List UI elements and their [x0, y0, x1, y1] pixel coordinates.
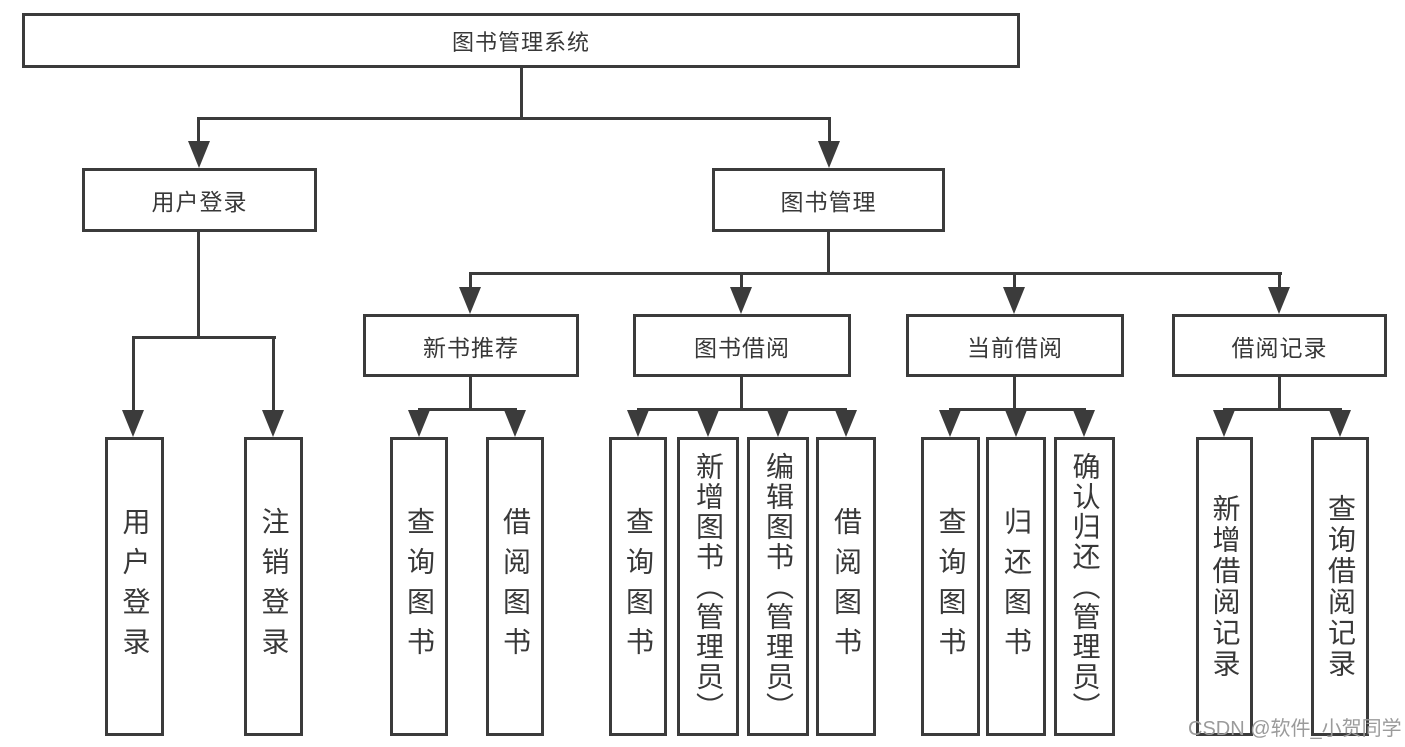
leaf-logout: 注销登录 [244, 437, 303, 736]
leaf-label: 归还图书 [1001, 506, 1032, 667]
arrowhead-down-icon [504, 410, 526, 437]
arrowhead-down-icon [122, 410, 144, 437]
leaf-label: 查询图书 [404, 506, 435, 667]
leaf-label: 注销登录 [258, 506, 290, 667]
arrowhead-down-icon [1268, 287, 1290, 314]
connector-stub [740, 272, 743, 289]
leaf-label: 新增图书（管理员） [693, 451, 724, 722]
connector-stub [132, 336, 135, 412]
arrowhead-down-icon [627, 410, 649, 437]
arrowhead-down-icon [939, 410, 961, 437]
arrowhead-down-icon [1073, 410, 1095, 437]
leaf-query-books-recommend: 查询图书 [390, 437, 448, 736]
node-book-management: 图书管理 [712, 168, 945, 232]
connector-level2-horizontal [469, 272, 1282, 275]
connector-horizontal [637, 408, 847, 411]
connector-root-vertical [520, 68, 523, 118]
connector-stub [197, 232, 200, 336]
leaf-query-books-current: 查询图书 [921, 437, 980, 736]
node-library-system: 图书管理系统 [22, 13, 1020, 68]
leaf-label: 借阅图书 [831, 506, 862, 667]
connector-stub [1278, 377, 1281, 410]
leaf-label: 新增借阅记录 [1209, 493, 1241, 680]
leaf-label: 查询图书 [935, 506, 967, 667]
connector-stub [1013, 377, 1016, 410]
node-new-book-recommend: 新书推荐 [363, 314, 579, 377]
connector-stub [197, 117, 200, 142]
arrowhead-down-icon [188, 141, 210, 168]
connector-horizontal [949, 408, 1086, 411]
leaf-label: 查询图书 [623, 506, 654, 667]
arrowhead-down-icon [1329, 410, 1351, 437]
connector-horizontal [1223, 408, 1342, 411]
connector-level1-horizontal [197, 117, 831, 120]
leaf-add-borrow-record: 新增借阅记录 [1196, 437, 1253, 736]
leaf-edit-book-admin: 编辑图书（管理员） [747, 437, 809, 736]
leaf-query-borrow-record: 查询借阅记录 [1311, 437, 1369, 736]
node-user-login: 用户登录 [82, 168, 317, 232]
connector-stub [827, 232, 830, 272]
node-book-borrowing: 图书借阅 [633, 314, 851, 377]
node-current-borrowing: 当前借阅 [906, 314, 1124, 377]
arrowhead-down-icon [730, 287, 752, 314]
node-borrowing-records: 借阅记录 [1172, 314, 1387, 377]
arrowhead-down-icon [262, 410, 284, 437]
connector-stub [272, 336, 275, 412]
leaf-label: 编辑图书（管理员） [763, 451, 794, 722]
arrowhead-down-icon [767, 410, 789, 437]
leaf-label: 确认归还（管理员） [1069, 451, 1101, 722]
arrowhead-down-icon [1213, 410, 1235, 437]
connector-stub [469, 272, 472, 289]
arrowhead-down-icon [408, 410, 430, 437]
connector-stub [1278, 272, 1281, 289]
leaf-add-book-admin: 新增图书（管理员） [677, 437, 739, 736]
connector-stub [740, 377, 743, 410]
leaf-user-login: 用户登录 [105, 437, 164, 736]
arrowhead-down-icon [1005, 410, 1027, 437]
connector-horizontal [418, 408, 517, 411]
leaf-query-books-borrowing: 查询图书 [609, 437, 667, 736]
connector-stub [828, 117, 831, 142]
connector-stub [469, 377, 472, 410]
connector-horizontal [132, 336, 276, 339]
leaf-label: 借阅图书 [500, 506, 531, 667]
connector-stub [1013, 272, 1016, 289]
arrowhead-down-icon [818, 141, 840, 168]
leaf-label: 用户登录 [119, 506, 151, 667]
csdn-watermark: CSDN @软件_小贺同学 [1188, 718, 1402, 740]
arrowhead-down-icon [697, 410, 719, 437]
arrowhead-down-icon [459, 287, 481, 314]
leaf-return-book: 归还图书 [986, 437, 1046, 736]
arrowhead-down-icon [1003, 287, 1025, 314]
leaf-confirm-return-admin: 确认归还（管理员） [1054, 437, 1115, 736]
leaf-borrow-books-recommend: 借阅图书 [486, 437, 544, 736]
leaf-label: 查询借阅记录 [1325, 493, 1356, 680]
leaf-borrow-books-borrowing: 借阅图书 [816, 437, 876, 736]
arrowhead-down-icon [835, 410, 857, 437]
